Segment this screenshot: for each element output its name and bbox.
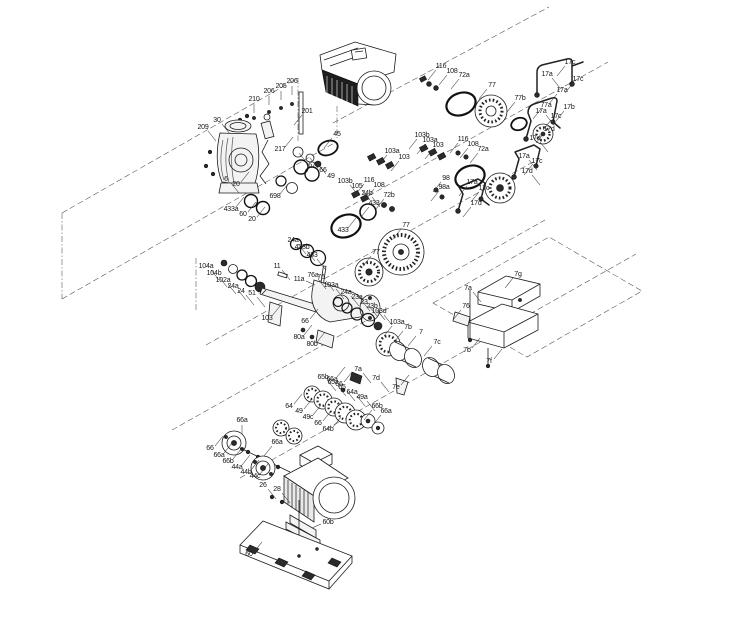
- coupling-row-icon: [289, 203, 425, 287]
- leader-lines: [207, 65, 574, 553]
- guard-brackets-icon: [452, 275, 541, 369]
- pump-housing-icon: [216, 119, 260, 194]
- impeller-stack-icon: [303, 385, 385, 435]
- seal-kit-row1-icon: [419, 75, 554, 145]
- vent-pipes-icon: [455, 58, 584, 214]
- sleeve-row-icon: [332, 296, 455, 396]
- base-plate-icon: [239, 520, 353, 590]
- seal-kit-row2-icon: [351, 143, 516, 212]
- drive-motor-icon: [319, 41, 397, 107]
- shaft-assembly-icon: [220, 259, 381, 349]
- flange-cluster-icon: [221, 419, 303, 481]
